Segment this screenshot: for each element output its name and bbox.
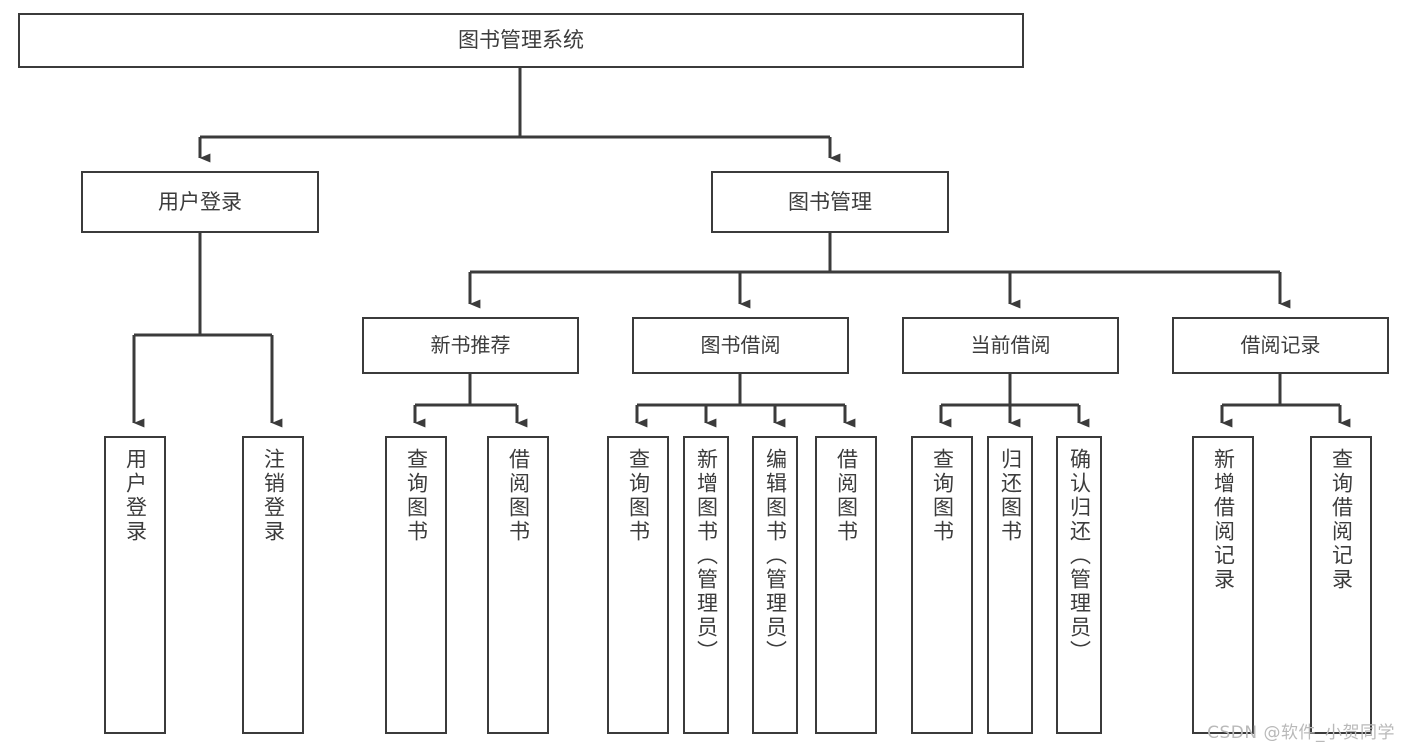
node-label: 查询借阅记录 xyxy=(1329,448,1354,592)
leaf-logout-login[interactable]: 注销登录 xyxy=(242,436,304,734)
leaf-confirm-return-admin[interactable]: 确认归还（管理员） xyxy=(1056,436,1102,734)
leaf-borrow-book-recommendation[interactable]: 借阅图书 xyxy=(487,436,549,734)
leaf-query-book-recommendation[interactable]: 查询图书 xyxy=(385,436,447,734)
leaf-edit-book-admin[interactable]: 编辑图书（管理员） xyxy=(752,436,798,734)
node-current-borrow[interactable]: 当前借阅 xyxy=(902,317,1119,374)
node-label: 借阅图书 xyxy=(834,448,859,544)
node-label: 用户登录 xyxy=(123,448,148,544)
node-user-login[interactable]: 用户登录 xyxy=(81,171,319,233)
node-book-manage[interactable]: 图书管理 xyxy=(711,171,949,233)
node-label: 查询图书 xyxy=(404,448,429,544)
node-label: 图书管理系统 xyxy=(458,28,584,53)
node-label: 用户登录 xyxy=(158,189,242,214)
node-borrow-record[interactable]: 借阅记录 xyxy=(1172,317,1389,374)
leaf-query-borrow-record[interactable]: 查询借阅记录 xyxy=(1310,436,1372,734)
leaf-borrow-book-borrow[interactable]: 借阅图书 xyxy=(815,436,877,734)
node-label: 借阅图书 xyxy=(506,448,531,544)
leaf-user-login[interactable]: 用户登录 xyxy=(104,436,166,734)
node-label: 确认归还（管理员） xyxy=(1067,448,1092,664)
node-label: 新增借阅记录 xyxy=(1211,448,1236,592)
node-label: 新增图书（管理员） xyxy=(694,448,719,664)
leaf-return-book[interactable]: 归还图书 xyxy=(987,436,1033,734)
leaf-query-book-current[interactable]: 查询图书 xyxy=(911,436,973,734)
node-label: 图书借阅 xyxy=(700,333,781,357)
node-label: 查询图书 xyxy=(930,448,955,544)
leaf-add-book-admin[interactable]: 新增图书（管理员） xyxy=(683,436,729,734)
node-label: 查询图书 xyxy=(626,448,651,544)
node-label: 编辑图书（管理员） xyxy=(763,448,788,664)
watermark: CSDN @软件_小贺同学 xyxy=(1207,723,1395,743)
leaf-query-book-borrow[interactable]: 查询图书 xyxy=(607,436,669,734)
node-book-borrow[interactable]: 图书借阅 xyxy=(632,317,849,374)
leaf-add-borrow-record[interactable]: 新增借阅记录 xyxy=(1192,436,1254,734)
node-label: 新书推荐 xyxy=(430,333,511,357)
node-new-book-recommendation[interactable]: 新书推荐 xyxy=(362,317,579,374)
node-label: 注销登录 xyxy=(261,448,286,544)
node-label: 图书管理 xyxy=(788,189,872,214)
node-label: 当前借阅 xyxy=(970,333,1051,357)
node-root-system[interactable]: 图书管理系统 xyxy=(18,13,1024,68)
node-label: 归还图书 xyxy=(998,448,1023,544)
node-label: 借阅记录 xyxy=(1240,333,1321,357)
